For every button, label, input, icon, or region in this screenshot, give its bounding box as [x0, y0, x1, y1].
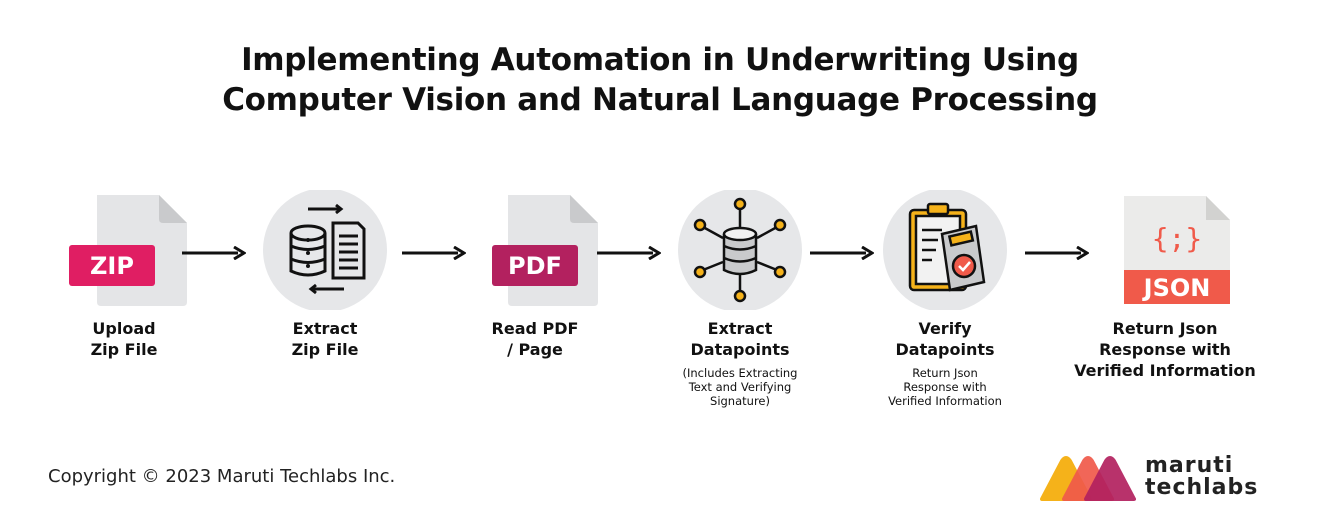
- svg-text:JSON: JSON: [1142, 274, 1211, 302]
- title-line-1: Implementing Automation in Underwriting …: [241, 42, 1079, 78]
- diagram-title: Implementing Automation in Underwriting …: [0, 40, 1320, 120]
- arrow-icon: [810, 246, 874, 260]
- step-label: Read PDF/ Page: [491, 319, 579, 359]
- zip-file-icon: ZIP: [59, 190, 189, 310]
- svg-text:PDF: PDF: [508, 252, 562, 280]
- arrow-icon: [597, 246, 661, 260]
- arrow-icon: [182, 246, 246, 260]
- arrow-icon: [1025, 246, 1089, 260]
- json-file-icon: JSON {;}: [1100, 190, 1230, 310]
- svg-text:ZIP: ZIP: [90, 252, 134, 280]
- svg-text:{;}: {;}: [1152, 222, 1203, 255]
- database-document-exchange-icon: [260, 188, 390, 312]
- pdf-file-icon: PDF: [470, 190, 600, 310]
- copyright-text: Copyright © 2023 Maruti Techlabs Inc.: [48, 466, 396, 487]
- database-network-icon: [675, 188, 805, 312]
- title-line-2: Computer Vision and Natural Language Pro…: [222, 82, 1098, 118]
- step-read-pdf: PDF Read PDF/ Page: [440, 190, 630, 360]
- arrow-icon: [402, 246, 466, 260]
- logo-mark-icon: [1040, 456, 1136, 501]
- clipboard-check-icon: [880, 188, 1010, 312]
